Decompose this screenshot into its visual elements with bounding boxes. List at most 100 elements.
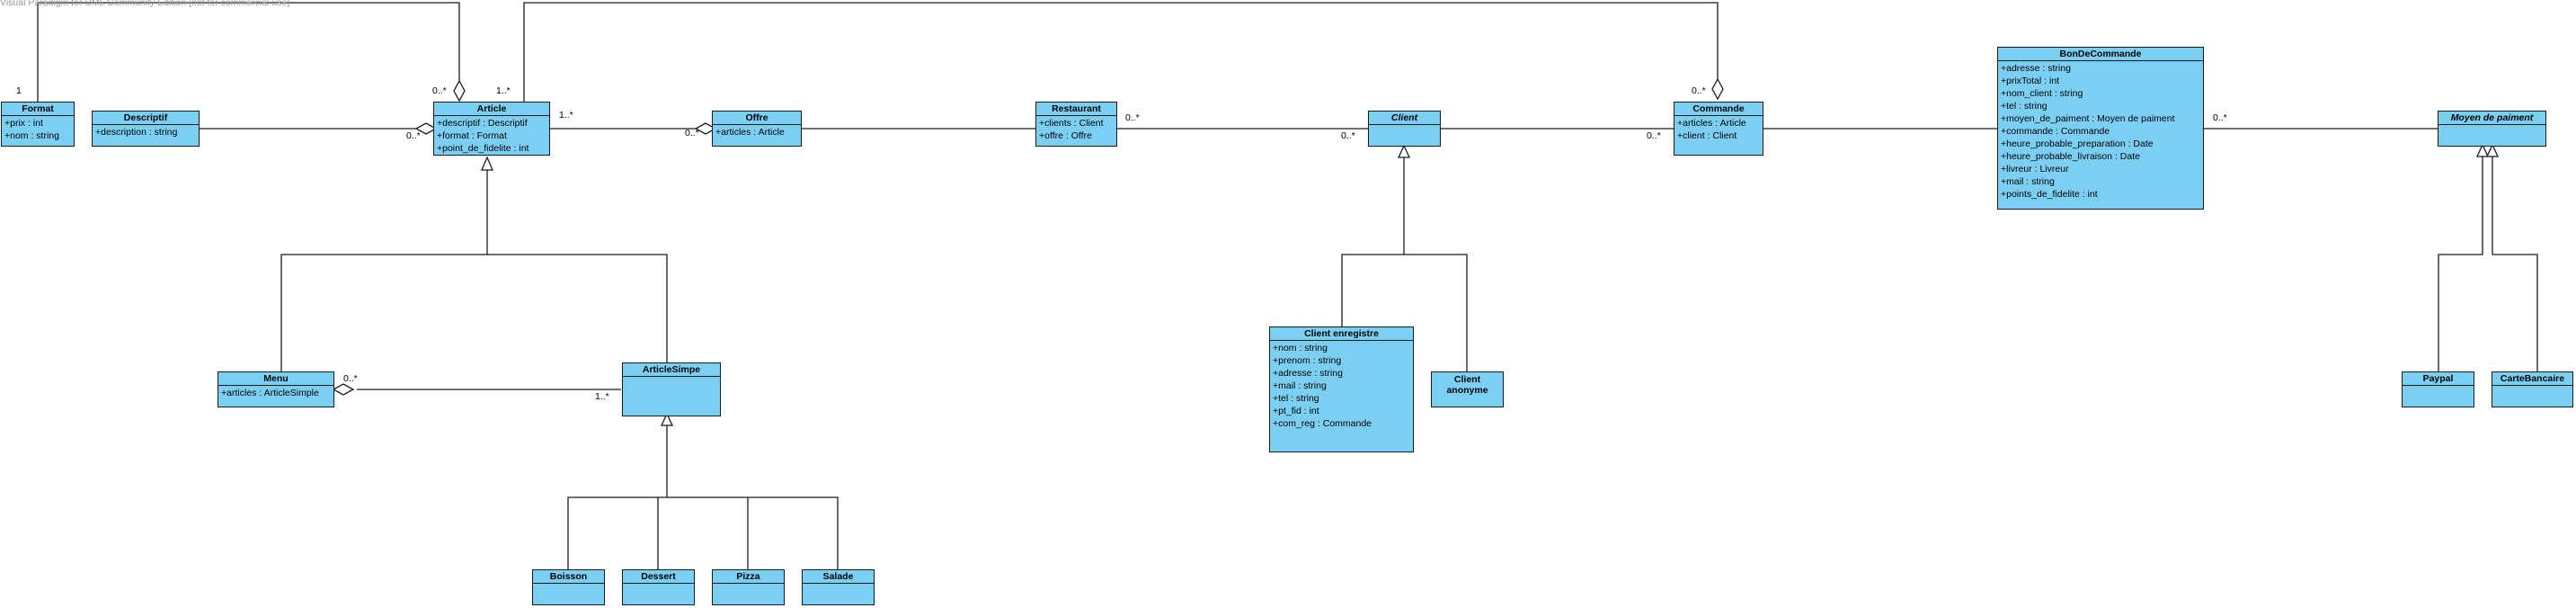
- class-name: ArticleSimpe: [623, 363, 720, 377]
- class-attributes: +articles : Article: [713, 125, 801, 139]
- attribute: +articles : Article: [715, 127, 785, 138]
- attribute: +moyen_de_paiment : Moyen de paiment: [2001, 113, 2175, 124]
- attribute: +articles : ArticleSimple: [221, 388, 319, 398]
- attribute: +commande : Commande: [2001, 126, 2110, 137]
- article-generalization-triangle: [481, 156, 493, 171]
- watermark-text: Visual Paradigm for UML Community Editio…: [0, 0, 290, 8]
- attribute: +pt_fid : int: [1273, 406, 1319, 416]
- attribute: +descriptif : Descriptif: [437, 118, 528, 129]
- multiplicity-label: 0..*: [1341, 130, 1355, 141]
- class-name: Pizza: [713, 570, 784, 584]
- class-attributes: +clients : Client +offre : Offre: [1036, 116, 1116, 143]
- class-client[interactable]: Client: [1368, 111, 1441, 147]
- class-name: BonDeCommande: [1998, 48, 2203, 61]
- multiplicity-label: 0..*: [406, 130, 421, 141]
- class-name: Article: [434, 103, 549, 116]
- class-dessert[interactable]: Dessert: [622, 569, 695, 605]
- class-attributes: +nom : string +prenom : string +adresse …: [1270, 341, 1413, 431]
- class-name: CarteBancaire: [2492, 372, 2572, 386]
- paypal-generalization-triangle: [2475, 143, 2490, 157]
- attribute: +livreur : Livreur: [2001, 164, 2069, 174]
- class-paypal[interactable]: Paypal: [2402, 371, 2474, 407]
- multiplicity-label: 0..*: [1692, 85, 1706, 96]
- multiplicity-label: 0..*: [2213, 112, 2227, 123]
- cartebancaire-generalization: [2492, 156, 2538, 371]
- multiplicity-label: 1..*: [559, 110, 573, 121]
- class-articlesimpe[interactable]: ArticleSimpe: [622, 362, 721, 416]
- class-boisson[interactable]: Boisson: [532, 569, 605, 605]
- articlesimpe-generalization-triangle: [660, 412, 674, 426]
- commande-top-aggregation-diamond: [1711, 77, 1724, 101]
- article-generalization-tree: [280, 254, 668, 371]
- class-salade[interactable]: Salade: [802, 569, 875, 605]
- attribute: +clients : Client: [1039, 118, 1104, 129]
- class-name: Client enregistre: [1270, 327, 1413, 341]
- class-client-enregistre[interactable]: Client enregistre +nom : string +prenom …: [1269, 326, 1414, 452]
- attribute: +client : Client: [1677, 130, 1737, 141]
- class-name: Dessert: [623, 570, 694, 584]
- class-bondecommande[interactable]: BonDeCommande +adresse : string +prixTot…: [1997, 47, 2204, 210]
- attribute: +adresse : string: [1273, 368, 1343, 379]
- class-menu[interactable]: Menu +articles : ArticleSimple: [218, 371, 334, 407]
- class-name: Client: [1369, 112, 1440, 125]
- format-article-association: [37, 2, 460, 103]
- attribute: +nom_client : string: [2001, 88, 2083, 99]
- class-attributes: +adresse : string +prixTotal : int +nom_…: [1998, 61, 2203, 201]
- class-descriptif[interactable]: Descriptif +description : string: [92, 111, 200, 147]
- class-name: Format: [2, 103, 74, 116]
- class-name: Menu: [218, 372, 333, 386]
- attribute: +articles : Article: [1677, 118, 1746, 129]
- class-cartebancaire[interactable]: CarteBancaire: [2492, 371, 2573, 407]
- multiplicity-label: 0..*: [685, 128, 699, 139]
- class-name: Offre: [713, 112, 801, 125]
- multiplicity-label: 0..*: [1125, 112, 1140, 123]
- attribute: +heure_probable_preparation : Date: [2001, 139, 2154, 149]
- attribute: +point_de_fidelite : int: [437, 143, 529, 154]
- attribute: +mail : string: [2001, 176, 2055, 187]
- class-client-anonyme[interactable]: Client anonyme: [1431, 371, 1504, 407]
- class-name: Paypal: [2403, 372, 2474, 386]
- menu-right-aggregation-diamond: [332, 383, 355, 396]
- class-name: Commande: [1674, 103, 1763, 116]
- class-name: Boisson: [533, 570, 604, 584]
- multiplicity-label: 0..*: [432, 85, 447, 96]
- class-offre[interactable]: Offre +articles : Article: [712, 111, 802, 147]
- class-format[interactable]: Format +prix : int +nom : string: [1, 102, 75, 147]
- class-name: Moyen de paiment: [2438, 112, 2545, 125]
- class-moyen-de-paiment[interactable]: Moyen de paiment: [2438, 111, 2546, 147]
- class-attributes: +articles : Article +client : Client: [1674, 116, 1763, 143]
- class-attributes: +descriptif : Descriptif +format : Forma…: [434, 116, 549, 156]
- multiplicity-label: 0..*: [1647, 130, 1661, 141]
- class-article[interactable]: Article +descriptif : Descriptif +format…: [433, 102, 550, 156]
- attribute: +offre : Offre: [1039, 130, 1092, 141]
- class-attributes: +description : string: [93, 125, 199, 139]
- class-name: Salade: [803, 570, 874, 584]
- attribute: +nom : string: [1273, 343, 1328, 353]
- class-restaurant[interactable]: Restaurant +clients : Client +offre : Of…: [1035, 102, 1117, 147]
- articlesimpe-generalization-tree: [567, 496, 839, 569]
- attribute: +heure_probable_livraison : Date: [2001, 151, 2140, 162]
- attribute: +prenom : string: [1273, 355, 1342, 366]
- attribute: +prix : int: [4, 118, 43, 129]
- attribute: +mail : string: [1273, 380, 1327, 391]
- class-pizza[interactable]: Pizza: [712, 569, 785, 605]
- multiplicity-label: 1..*: [496, 85, 511, 96]
- attribute: +format : Format: [437, 130, 507, 141]
- multiplicity-label: 0..*: [343, 373, 358, 384]
- multiplicity-label: 1: [16, 85, 22, 96]
- attribute: +com_reg : Commande: [1273, 418, 1372, 429]
- class-name: Client anonyme: [1446, 374, 1488, 396]
- attribute: +prixTotal : int: [2001, 76, 2060, 86]
- class-name: Restaurant: [1036, 103, 1116, 116]
- class-name: Descriptif: [93, 112, 199, 125]
- multiplicity-label: 1..*: [595, 391, 609, 402]
- attribute: +points_de_fidelite : int: [2001, 189, 2098, 200]
- attribute: +tel : string: [1273, 393, 1319, 404]
- class-commande[interactable]: Commande +articles : Article +client : C…: [1674, 102, 1763, 156]
- class-attributes: +prix : int +nom : string: [2, 116, 74, 143]
- article-commande-association: [523, 2, 1719, 103]
- class-attributes: +articles : ArticleSimple: [218, 386, 333, 400]
- attribute: +adresse : string: [2001, 63, 2071, 74]
